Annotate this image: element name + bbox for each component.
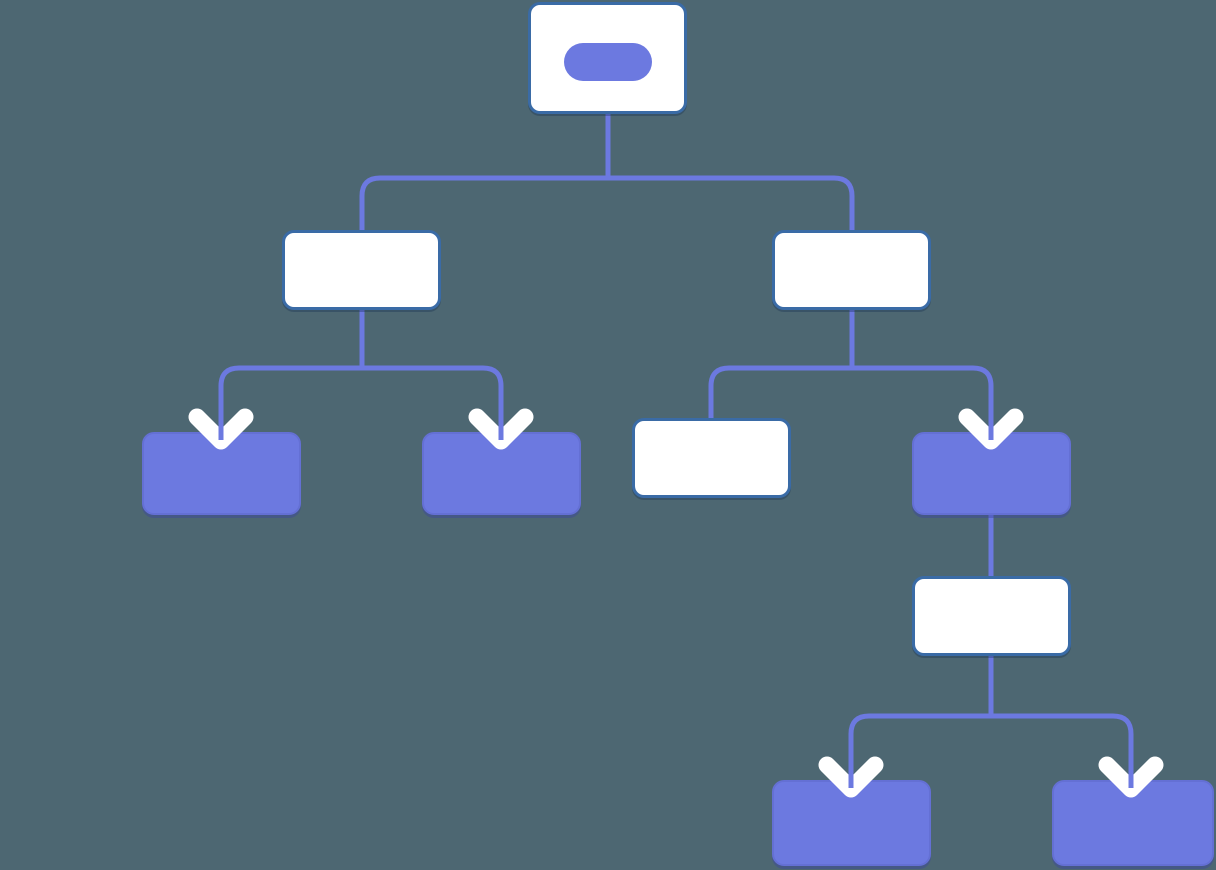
node-l1-left[interactable] (282, 230, 441, 310)
root-pill-shape (564, 43, 652, 81)
chevron-down-icon-l4-left (818, 756, 884, 798)
edge-root-to-l1-right (605, 108, 855, 230)
node-l2-c[interactable] (632, 418, 791, 498)
edge-l3mid-to-l4right (988, 610, 1134, 788)
chevron-down-icon-l4-right (1098, 756, 1164, 798)
node-l3-mid[interactable] (912, 576, 1071, 656)
chevron-down-icon-l2-b (468, 408, 534, 450)
chevron-down-icon-l2-d (958, 408, 1024, 450)
node-root[interactable] (528, 2, 687, 114)
node-l1-right[interactable] (772, 230, 931, 310)
edge-l1r-to-l2d (849, 262, 994, 440)
node-l4-right[interactable] (1052, 780, 1214, 866)
chevron-down-icon-l2-a (188, 408, 254, 450)
edge-l3mid-to-l4left (848, 610, 994, 788)
edge-l1l-to-l2b (359, 262, 504, 440)
edge-root-to-l1-left (359, 108, 611, 230)
edge-l1l-to-l2a (218, 262, 365, 440)
edge-l1r-to-l2c (708, 262, 855, 422)
